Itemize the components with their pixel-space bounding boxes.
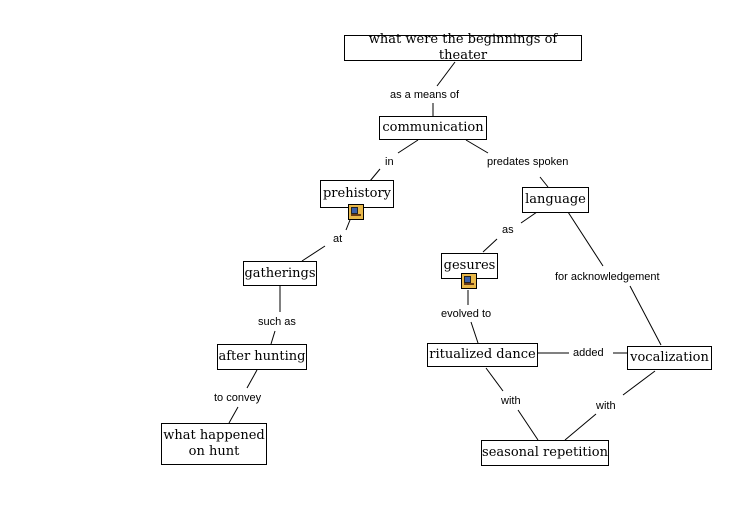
link-in[interactable]: in — [384, 155, 395, 169]
concept-seasonal-repetition[interactable]: seasonal repetition — [481, 440, 609, 466]
resource-image-icon[interactable] — [461, 273, 477, 289]
concept-gatherings[interactable]: gatherings — [243, 261, 317, 286]
concept-language[interactable]: language — [522, 187, 589, 213]
concept-after-hunting[interactable]: after hunting — [217, 344, 307, 370]
concept-beginnings-of-theater[interactable]: what were the beginnings of theater — [344, 32, 582, 63]
link-such-as[interactable]: such as — [257, 315, 297, 329]
link-as-a-means-of[interactable]: as a means of — [389, 88, 461, 102]
resource-image-icon[interactable] — [348, 204, 364, 220]
link-for-acknowledgement[interactable]: for acknowledgement — [554, 270, 661, 284]
link-as[interactable]: as — [501, 223, 515, 237]
link-predates-spoken[interactable]: predates spoken — [486, 155, 570, 169]
concept-communication[interactable]: communication — [379, 116, 487, 140]
link-evolved-to[interactable]: evolved to — [440, 307, 493, 321]
link-with-right[interactable]: with — [595, 399, 617, 413]
link-to-convey[interactable]: to convey — [213, 391, 263, 405]
concept-what-happened-on-hunt[interactable]: what happened on hunt — [161, 423, 267, 465]
concept-vocalization[interactable]: vocalization — [627, 346, 712, 370]
link-added[interactable]: added — [572, 346, 605, 360]
link-with-left[interactable]: with — [500, 394, 522, 408]
link-at[interactable]: at — [332, 232, 344, 246]
concept-ritualized-dance[interactable]: ritualized dance — [427, 343, 538, 367]
